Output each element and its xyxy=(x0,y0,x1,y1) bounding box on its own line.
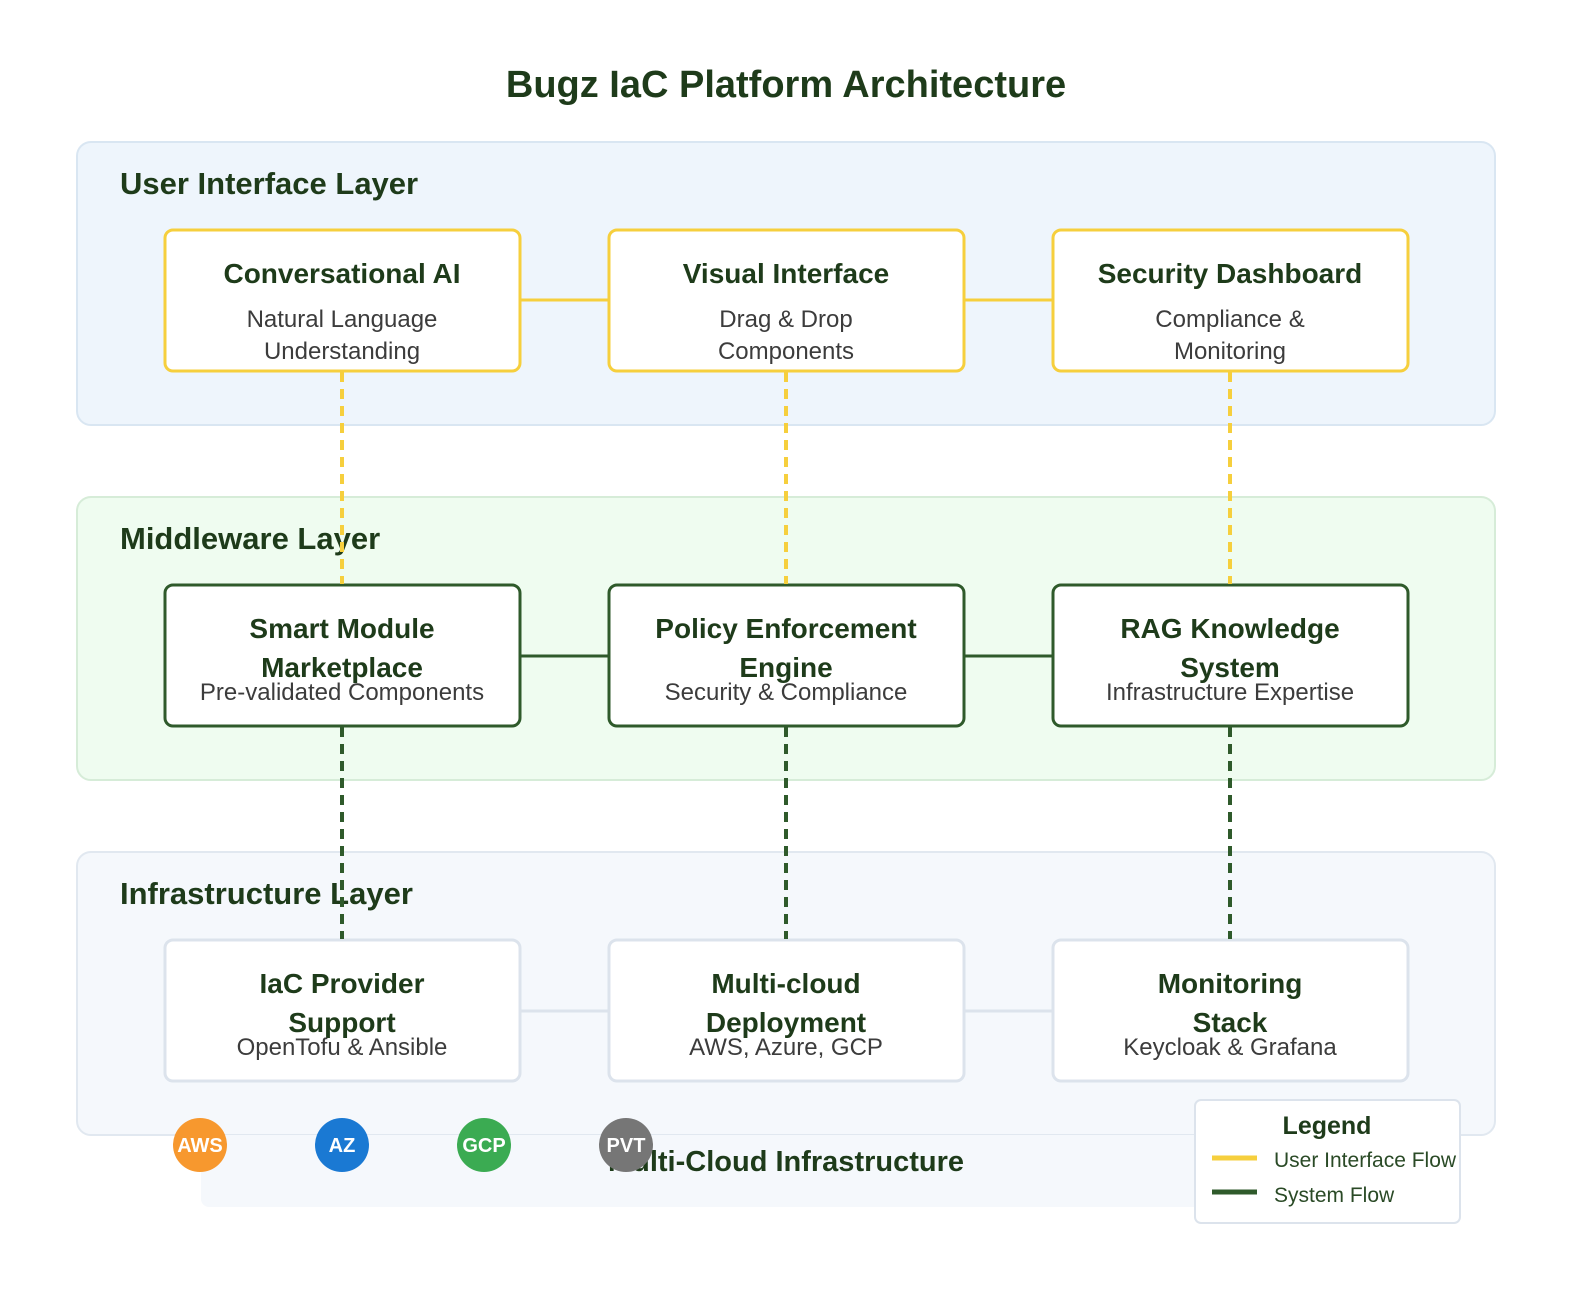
azure-badge: AZ xyxy=(315,1118,369,1172)
vertical-flows xyxy=(340,372,1232,939)
box-title: Visual Interface xyxy=(683,258,889,289)
box-title: Security Dashboard xyxy=(1098,258,1363,289)
box-policy-enforcement-engine: Policy Enforcement Engine Security & Com… xyxy=(607,583,966,728)
middleware-layer-title: Middleware Layer xyxy=(120,521,380,556)
box-subtitle: Compliance & xyxy=(1155,306,1304,333)
aws-badge: AWS xyxy=(173,1118,227,1172)
badge-label: AZ xyxy=(329,1135,356,1157)
badge-label: AWS xyxy=(177,1135,223,1157)
badge-label: PVT xyxy=(607,1135,646,1157)
box-subtitle: Pre-validated Components xyxy=(200,679,484,706)
box-subtitle: Keycloak & Grafana xyxy=(1123,1034,1337,1061)
gcp-badge: GCP xyxy=(457,1118,511,1172)
box-title: Marketplace xyxy=(261,652,423,683)
box-title: IaC Provider xyxy=(260,968,425,999)
box-title: Policy Enforcement xyxy=(655,613,916,644)
badge-label: GCP xyxy=(462,1135,505,1157)
legend: Legend User Interface Flow System Flow xyxy=(1194,1099,1461,1224)
box-subtitle: Security & Compliance xyxy=(665,679,908,706)
diagram-title: Bugz IaC Platform Architecture xyxy=(506,64,1066,106)
box-multi-cloud-deployment: Multi-cloud Deployment AWS, Azure, GCP xyxy=(607,938,966,1083)
box-iac-provider-support: IaC Provider Support OpenTofu & Ansible xyxy=(163,938,522,1083)
box-security-dashboard: Security Dashboard Compliance & Monitori… xyxy=(1051,228,1410,373)
box-subtitle: Components xyxy=(718,338,854,365)
box-title: System xyxy=(1180,652,1280,683)
box-title: Monitoring xyxy=(1158,968,1303,999)
box-subtitle: AWS, Azure, GCP xyxy=(689,1034,883,1061)
box-subtitle: Infrastructure Expertise xyxy=(1106,679,1354,706)
box-title: Multi-cloud xyxy=(711,968,860,999)
box-title: Support xyxy=(288,1007,395,1038)
box-title: RAG Knowledge xyxy=(1120,613,1339,644)
box-subtitle: OpenTofu & Ansible xyxy=(237,1034,448,1061)
box-title: Stack xyxy=(1193,1007,1268,1038)
box-conversational-ai: Conversational AI Natural Language Under… xyxy=(163,228,522,373)
box-smart-module-marketplace: Smart Module Marketplace Pre-validated C… xyxy=(163,583,522,728)
box-visual-interface: Visual Interface Drag & Drop Components xyxy=(607,228,966,373)
legend-item-label: User Interface Flow xyxy=(1274,1149,1457,1172)
box-title: Deployment xyxy=(706,1007,866,1038)
ui-layer-title: User Interface Layer xyxy=(120,166,418,201)
box-subtitle: Natural Language xyxy=(247,306,438,333)
legend-title: Legend xyxy=(1283,1112,1372,1140)
box-title: Conversational AI xyxy=(223,258,460,289)
box-subtitle: Understanding xyxy=(264,338,420,365)
box-title: Smart Module xyxy=(249,613,434,644)
legend-item-label: System Flow xyxy=(1274,1184,1395,1207)
box-title: Engine xyxy=(739,652,832,683)
box-subtitle: Monitoring xyxy=(1174,338,1286,365)
private-cloud-badge: PVT xyxy=(599,1118,653,1172)
multi-cloud-label: Multi-Cloud Infrastructure xyxy=(608,1146,964,1178)
infrastructure-layer-title: Infrastructure Layer xyxy=(120,876,413,911)
horizontal-connectors xyxy=(520,298,1052,1013)
box-rag-knowledge-system: RAG Knowledge System Infrastructure Expe… xyxy=(1051,583,1410,728)
box-monitoring-stack: Monitoring Stack Keycloak & Grafana xyxy=(1051,938,1410,1083)
box-subtitle: Drag & Drop xyxy=(719,306,852,333)
